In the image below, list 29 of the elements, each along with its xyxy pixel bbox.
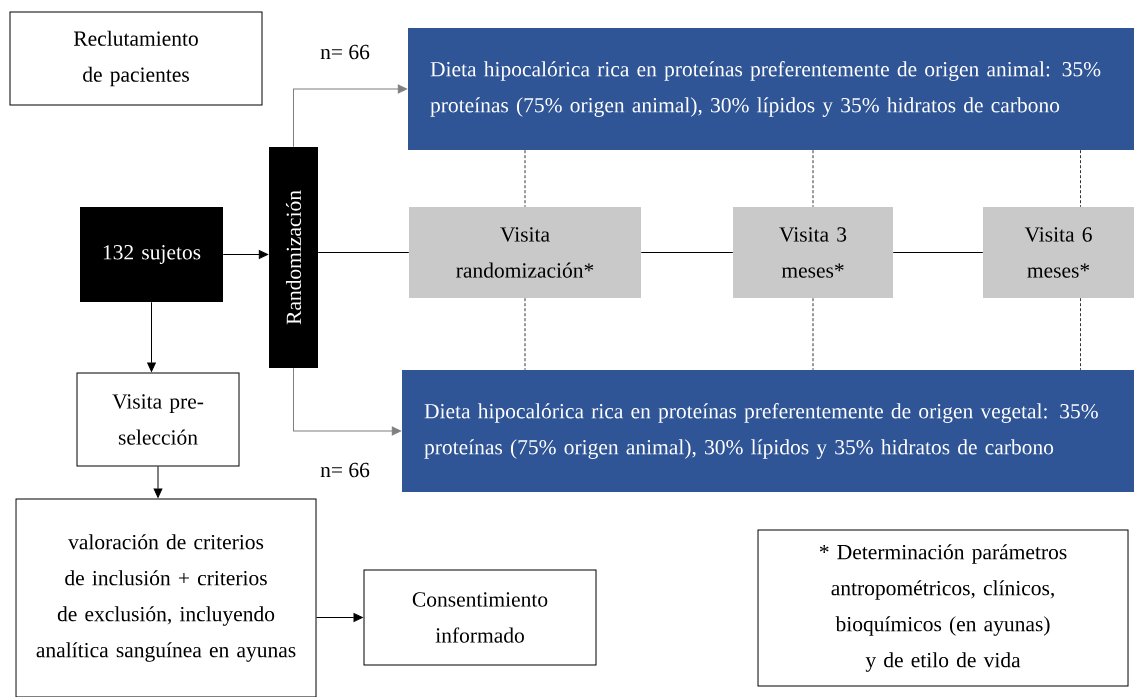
process-box: Consentimiento informado [363, 569, 597, 666]
process-box: 132 sujetos [80, 207, 223, 302]
diet-box: Dieta hipocalórica rica en proteínas preferentemente de origen vegetal: 35% proteínas (75% origen animal), 30% lípidos y 35% hidratos de carbono [402, 370, 1134, 492]
arrow [293, 367, 402, 436]
visit-box: Visita 6 meses* [983, 207, 1134, 298]
process-box: valoración de criterios de inclusión + criterios de exclusión, incluyendo analítica sanguínea en ayunas [15, 498, 317, 697]
dashed-line [812, 297, 814, 371]
arrow [316, 613, 363, 622]
diet-box: Dieta hipocalórica rica en proteínas preferentemente de origen animal: 35% proteínas (75% origen animal), 30% lípidos y 35% hidratos de carbono [408, 28, 1134, 150]
arrow [153, 466, 163, 498]
connector-line [640, 252, 734, 253]
dashed-line [524, 297, 526, 371]
edge-label: n= 66 [319, 461, 371, 479]
arrow [293, 84, 408, 148]
dashed-line [1080, 297, 1081, 371]
connector-line [892, 252, 984, 253]
arrow [147, 301, 156, 372]
randomization-bar: Randomización [269, 147, 318, 368]
visit-box: Visita 3 meses* [733, 207, 893, 298]
visit-box: Visita randomización* [409, 207, 641, 298]
edge-label: n= 66 [319, 43, 371, 61]
process-box: Visita pre-selección [76, 372, 240, 467]
dashed-line [812, 149, 814, 208]
connector-line [317, 252, 410, 253]
process-box: Reclutamiento de pacientes [9, 11, 263, 106]
note-box: * Determinación parámetros antropométricos, clínicos, bioquímicos (en ayunas) y de etilo de vida [757, 529, 1129, 687]
arrow [222, 250, 269, 259]
dashed-line [524, 149, 526, 208]
dashed-line [1080, 149, 1081, 208]
